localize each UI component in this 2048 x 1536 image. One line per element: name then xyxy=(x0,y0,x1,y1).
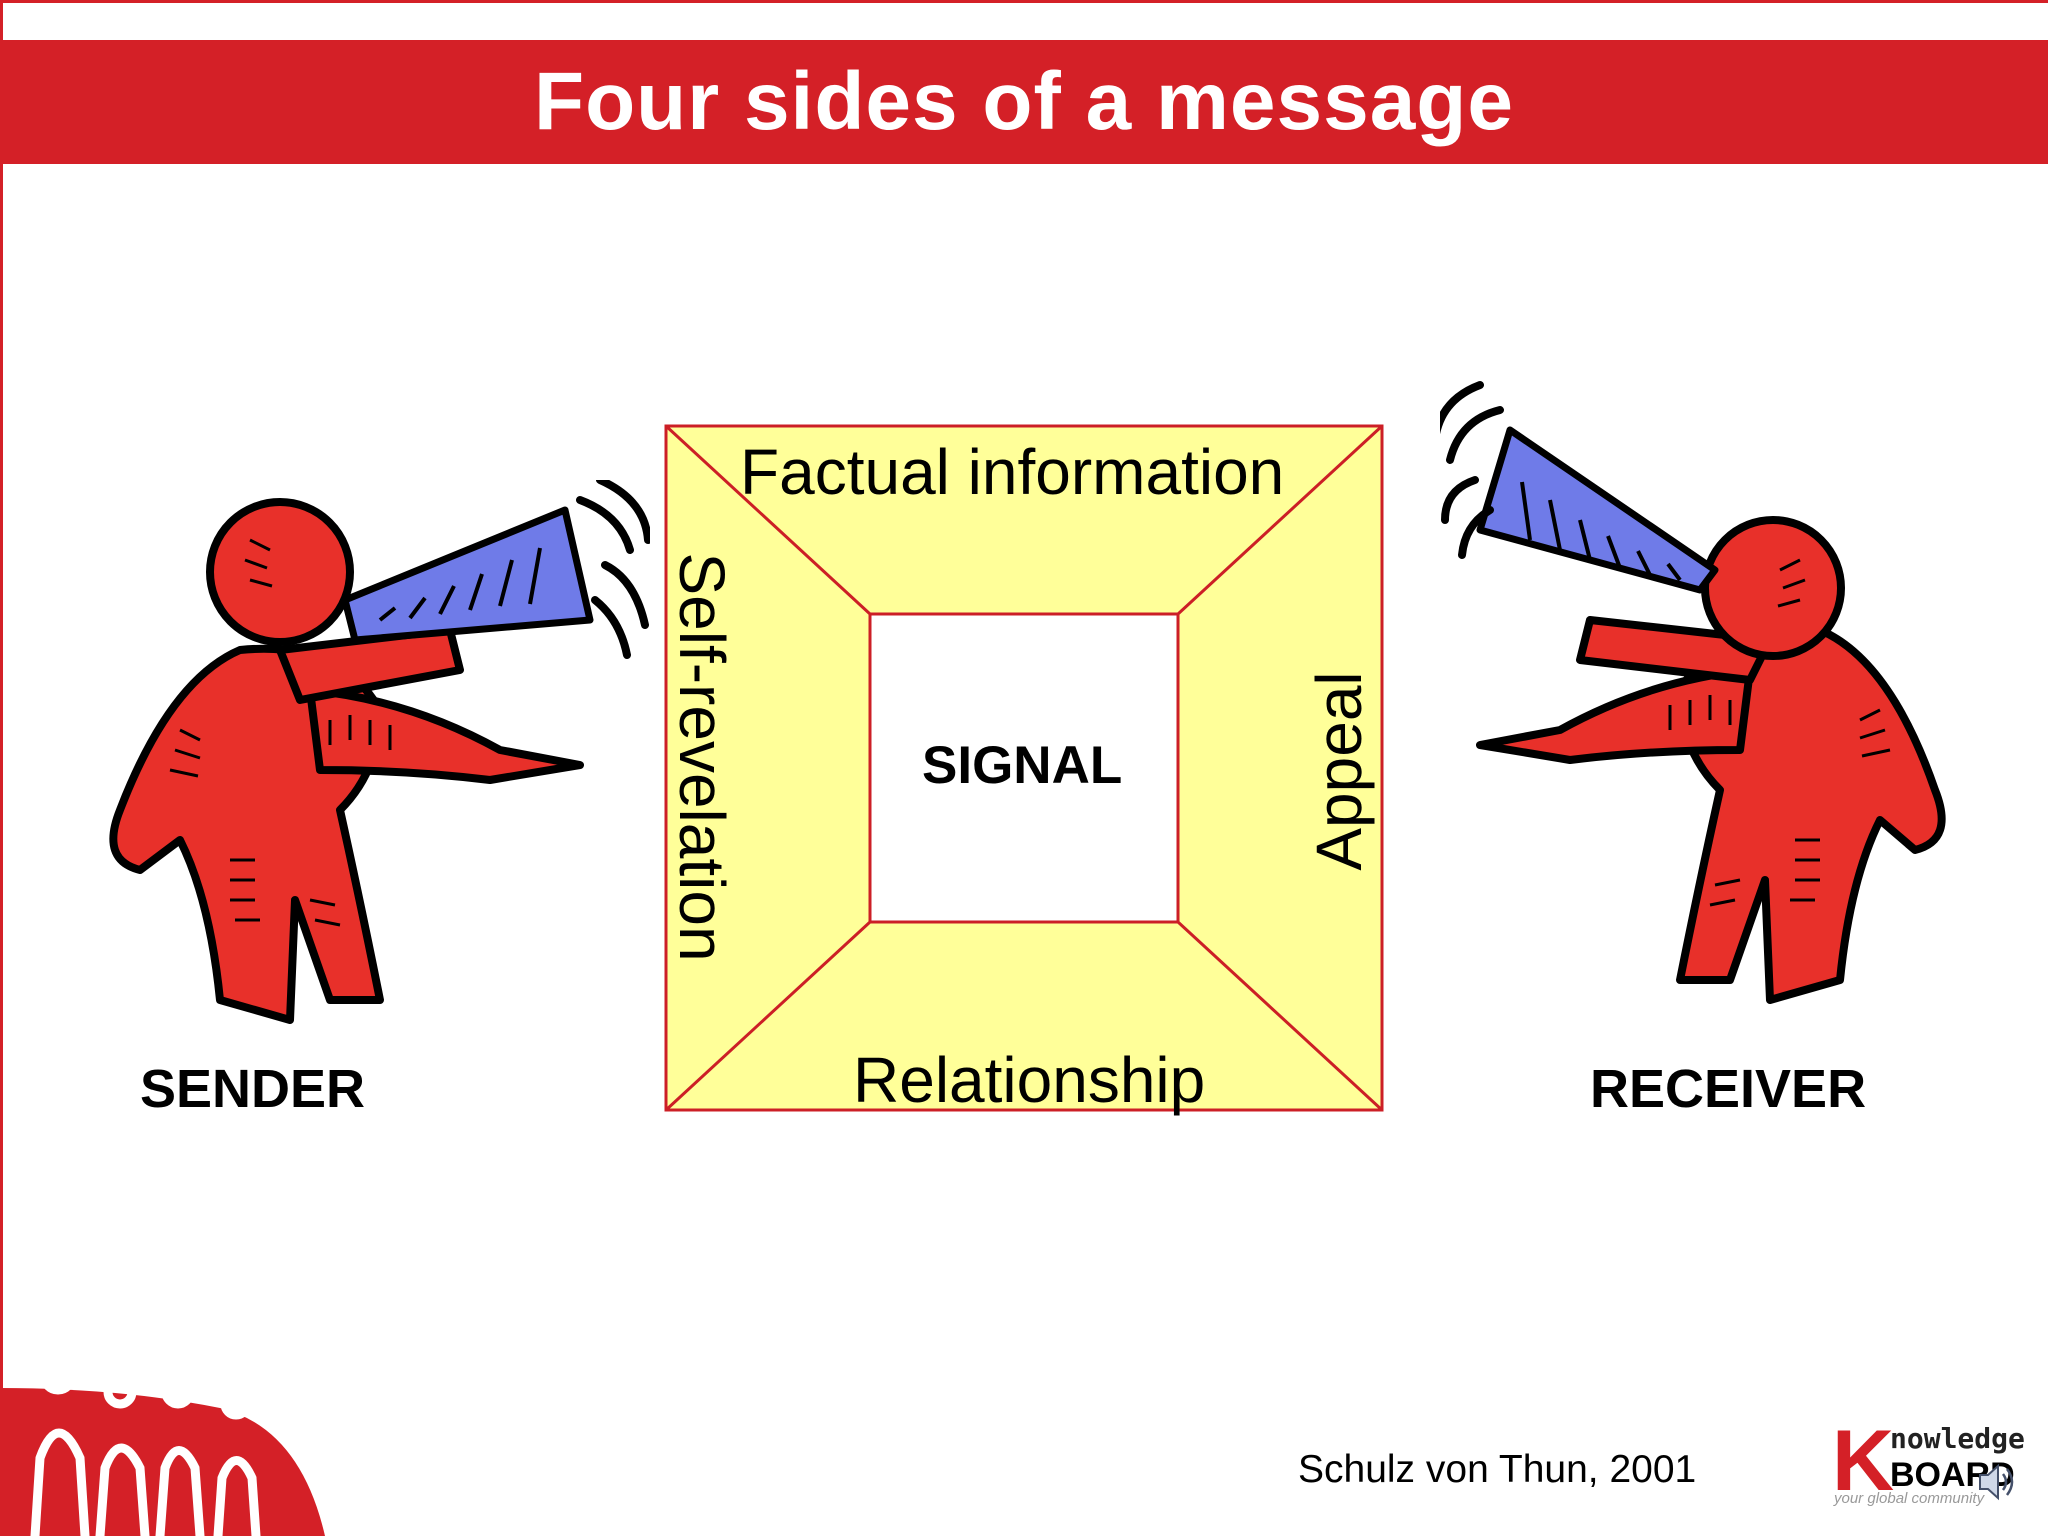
diagonal-bottom-left xyxy=(664,920,872,1112)
diagonal-top-right xyxy=(1176,424,1384,616)
knowledge-board-logo: K nowledge BOARD your global community xyxy=(1832,1413,2025,1509)
sender-figure-icon xyxy=(109,480,650,1024)
relationship-label: Relationship xyxy=(853,1044,1206,1116)
four-sides-diagram xyxy=(664,424,1384,1112)
megaphone-icon xyxy=(1440,381,1719,594)
community-logo-icon xyxy=(0,1357,325,1536)
logo-nowledge: nowledge xyxy=(1890,1422,2025,1455)
appeal-label: Appeal xyxy=(1303,671,1375,871)
slide-left-border xyxy=(0,0,3,1536)
receiver-label: RECEIVER xyxy=(1590,1059,1867,1119)
receiver-figure-icon xyxy=(1440,381,1946,1004)
title-bar: Four sides of a message xyxy=(0,40,2048,164)
signal-box xyxy=(868,612,1180,924)
speaker-icon[interactable] xyxy=(1976,1460,2016,1504)
sender-label: SENDER xyxy=(140,1059,366,1119)
self-revelation-label: Self-revelation xyxy=(666,552,738,962)
diagonal-bottom-right xyxy=(1176,920,1384,1112)
logo-tagline: your global community xyxy=(1834,1490,1985,1507)
diagonal-top-left xyxy=(664,424,872,616)
signal-label: SIGNAL xyxy=(922,736,1123,795)
factual-information-label: Factual information xyxy=(740,436,1285,508)
megaphone-icon xyxy=(341,480,650,659)
logo-letter-k: K xyxy=(1832,1413,1895,1509)
citation: Schulz von Thun, 2001 xyxy=(1298,1448,1697,1491)
slide-title: Four sides of a message xyxy=(533,56,1514,147)
slide-top-border xyxy=(0,0,2048,3)
